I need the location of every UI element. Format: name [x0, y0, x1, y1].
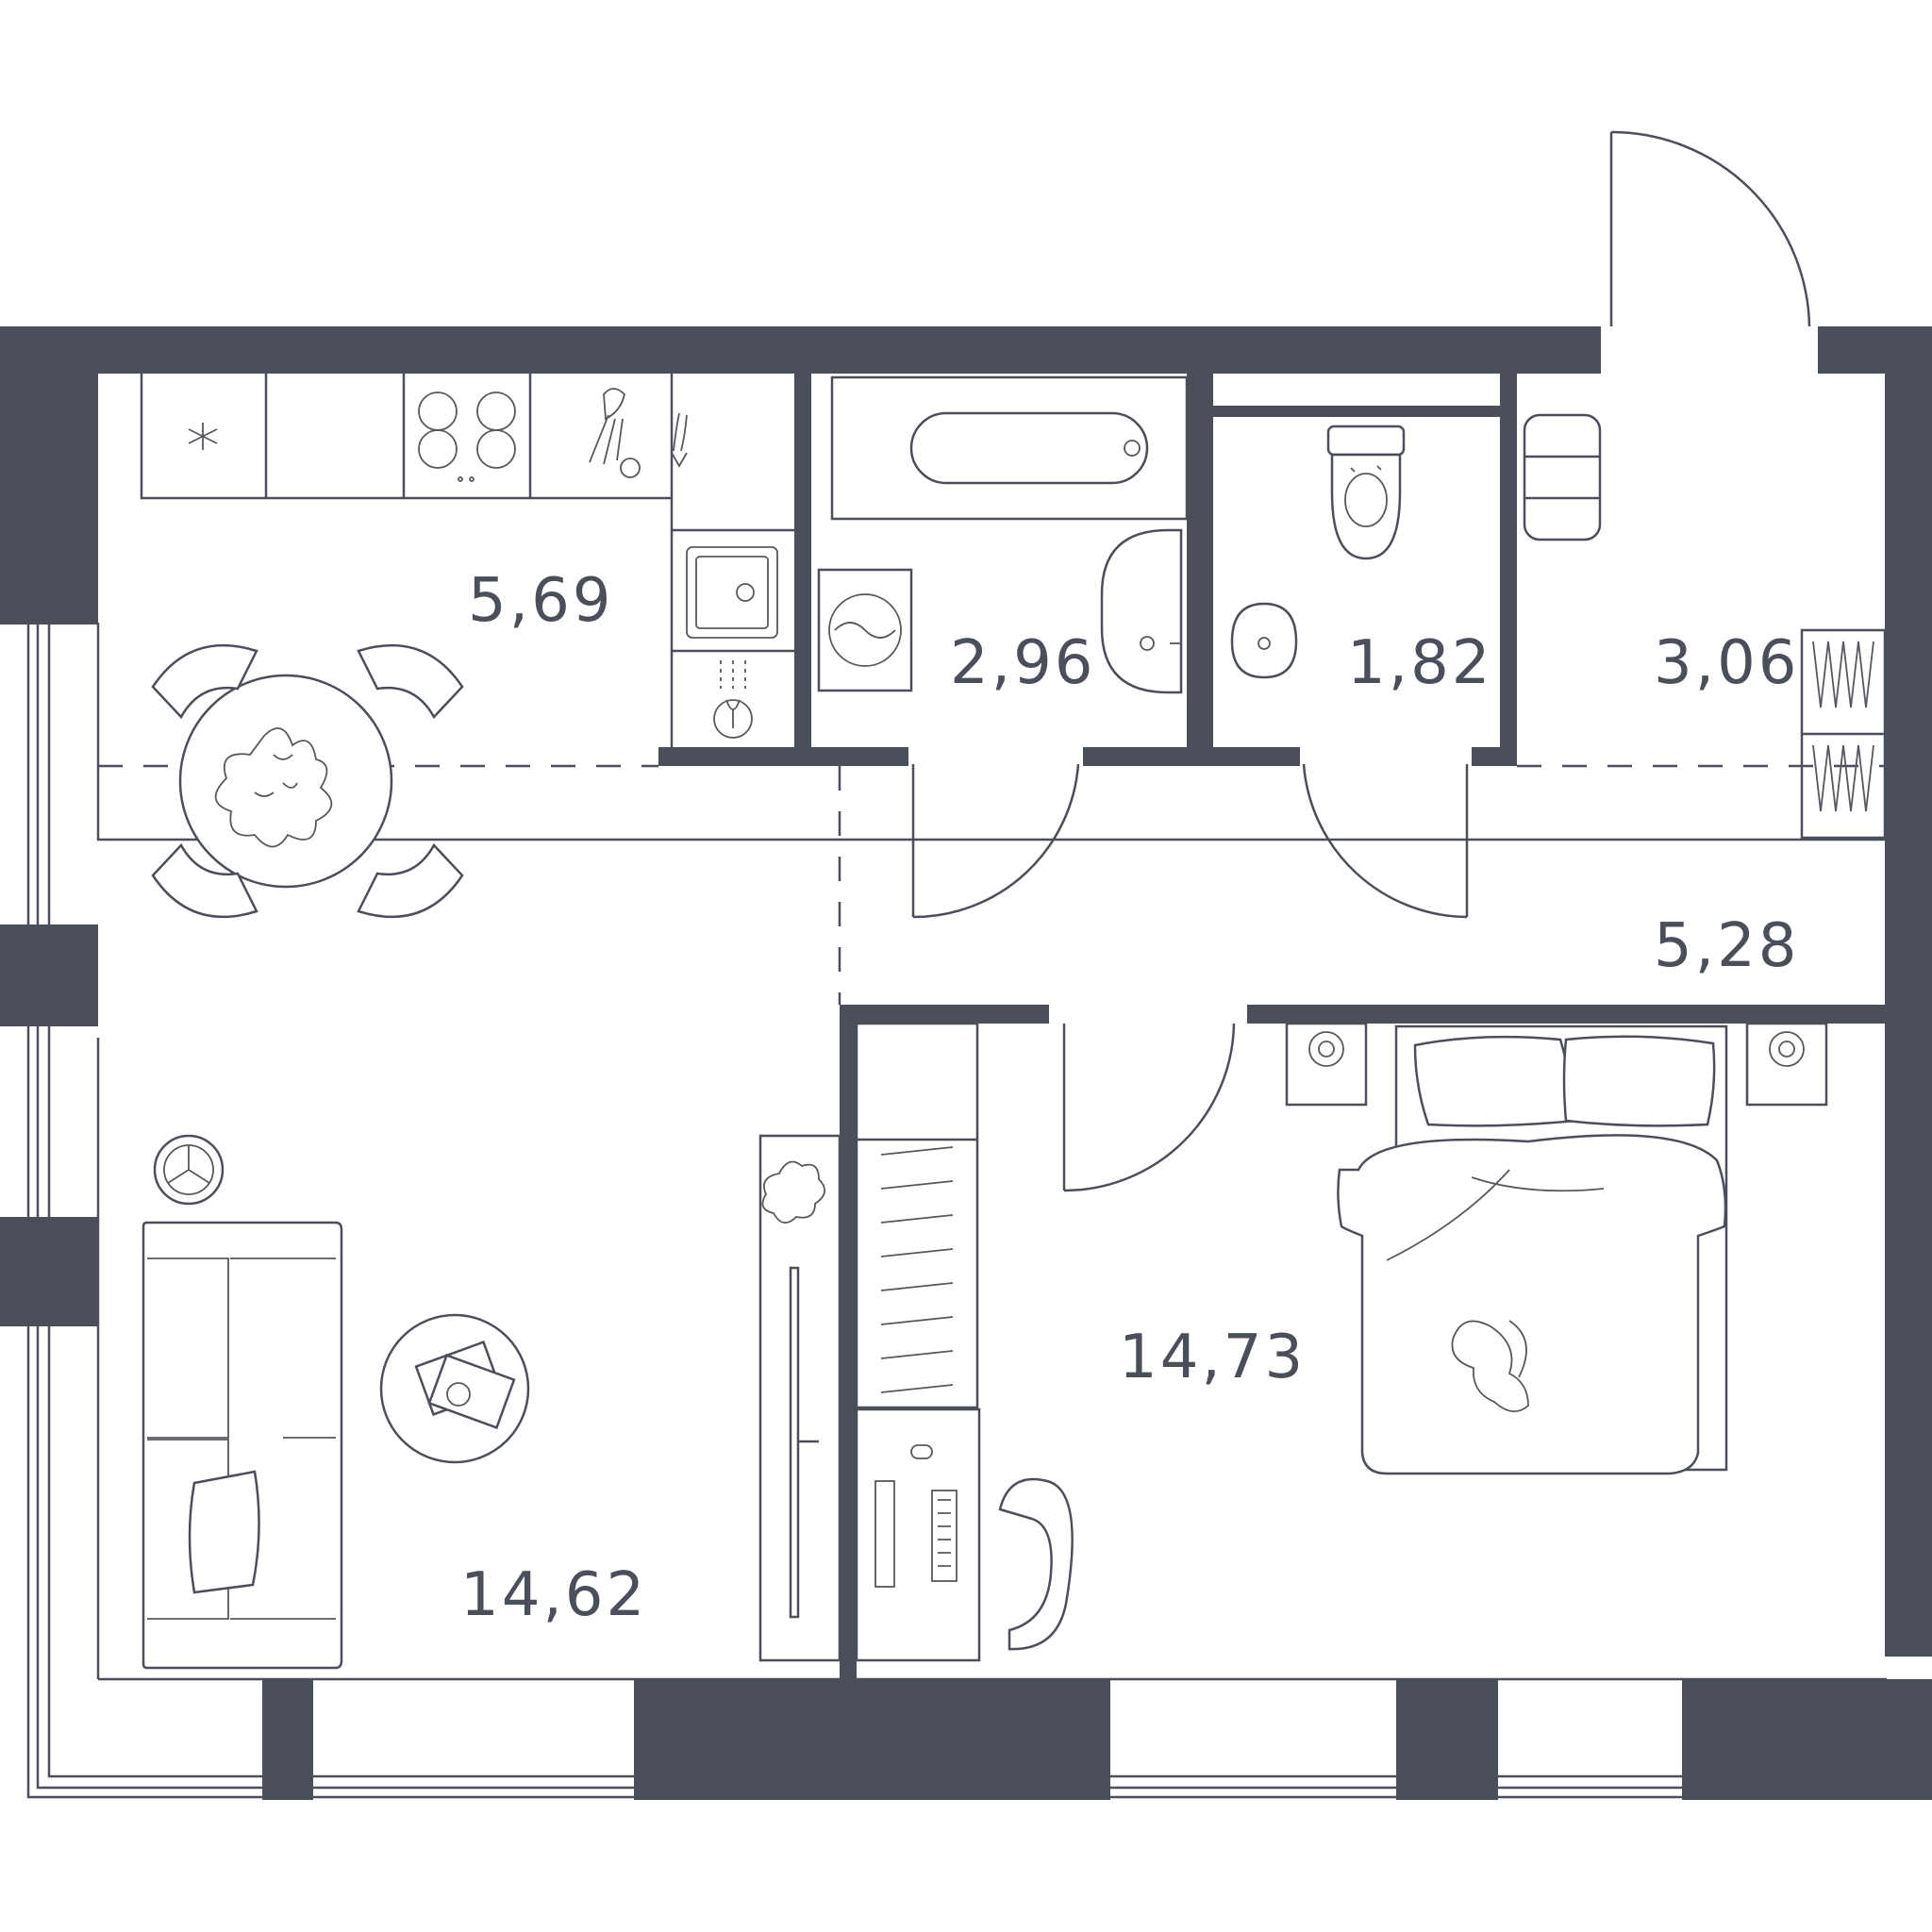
- room-area-bathroom: 2,96: [950, 628, 1096, 698]
- tv-unit: [758, 1134, 841, 1662]
- desk-chair: [998, 1477, 1074, 1651]
- toilet: [1326, 425, 1406, 560]
- washing-machine: [817, 568, 913, 692]
- dining-table: [178, 674, 393, 889]
- kitchen-counter: [140, 374, 794, 747]
- bathroom-sink: [1100, 528, 1183, 694]
- room-area-toilet: 1,82: [1347, 628, 1493, 698]
- bench: [1523, 413, 1602, 541]
- nightstand: [1285, 1022, 1828, 1107]
- room-area-bedroom: 14,73: [1119, 1323, 1306, 1392]
- room-area-living: 14,62: [460, 1560, 647, 1630]
- room-labels: 5,69 2,96 1,82 3,06 5,28 14,62 14,73: [460, 566, 1800, 1630]
- coffee-table: [379, 1313, 530, 1464]
- bedroom-wardrobe: [855, 1022, 979, 1410]
- bed: [1337, 1024, 1728, 1475]
- sofa: [142, 1221, 343, 1670]
- sink-icon: [686, 546, 778, 639]
- sleeping-cat-icon: [1451, 1320, 1529, 1412]
- toilet-sink: [1230, 602, 1298, 679]
- room-area-entry: 3,06: [1654, 628, 1800, 698]
- desk: [855, 1407, 981, 1662]
- wardrobe-hall: [1800, 628, 1887, 840]
- room-area-kitchen: 5,69: [468, 566, 614, 636]
- floor-lamp: [153, 1134, 225, 1206]
- dining-chair: [151, 643, 464, 919]
- bathtub: [830, 375, 1189, 521]
- dishwasher-icon: [713, 660, 753, 739]
- cooktop-icon: [418, 391, 516, 482]
- doors: [911, 763, 1469, 1192]
- entrance-door: [1609, 130, 1811, 327]
- walls: [0, 326, 1932, 1800]
- room-area-hall: 5,28: [1654, 911, 1800, 981]
- snowflake-icon: [188, 423, 218, 450]
- vegetables-icon: [589, 388, 688, 478]
